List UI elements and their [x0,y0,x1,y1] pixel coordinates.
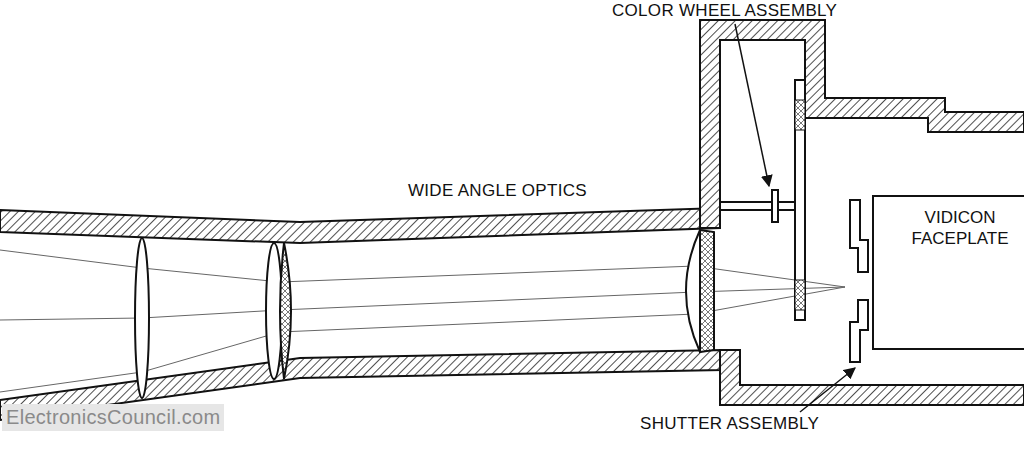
wheel-hub [772,190,778,222]
leader-line [735,24,769,186]
lens [700,230,714,352]
color-filter [795,280,805,310]
color-filter [795,100,805,130]
wheel-shaft [720,209,795,211]
light-ray [0,250,845,287]
shutter-blade [850,200,868,272]
part-label: SHUTTER ASSEMBLY [640,414,819,434]
part-label: WIDE ANGLE OPTICS [408,181,587,201]
shutter-blade [850,300,868,362]
lens [686,230,700,352]
tube-top-wall [0,208,720,243]
part-label: COLOR WHEEL ASSEMBLY [612,1,837,21]
color-wheel [795,80,805,320]
wheel-shaft [720,201,795,203]
housing-bottom-wall [720,350,1024,405]
lens [280,243,291,379]
component-label: VIDICON FACEPLATE [902,207,1018,249]
light-ray [0,287,845,320]
watermark: ElectronicsCouncil.com [2,404,224,431]
lens [135,238,149,398]
vidicon-tube: VIDICON FACEPLATE [872,195,1024,350]
leader-line [800,368,855,412]
light-ray [0,287,845,392]
